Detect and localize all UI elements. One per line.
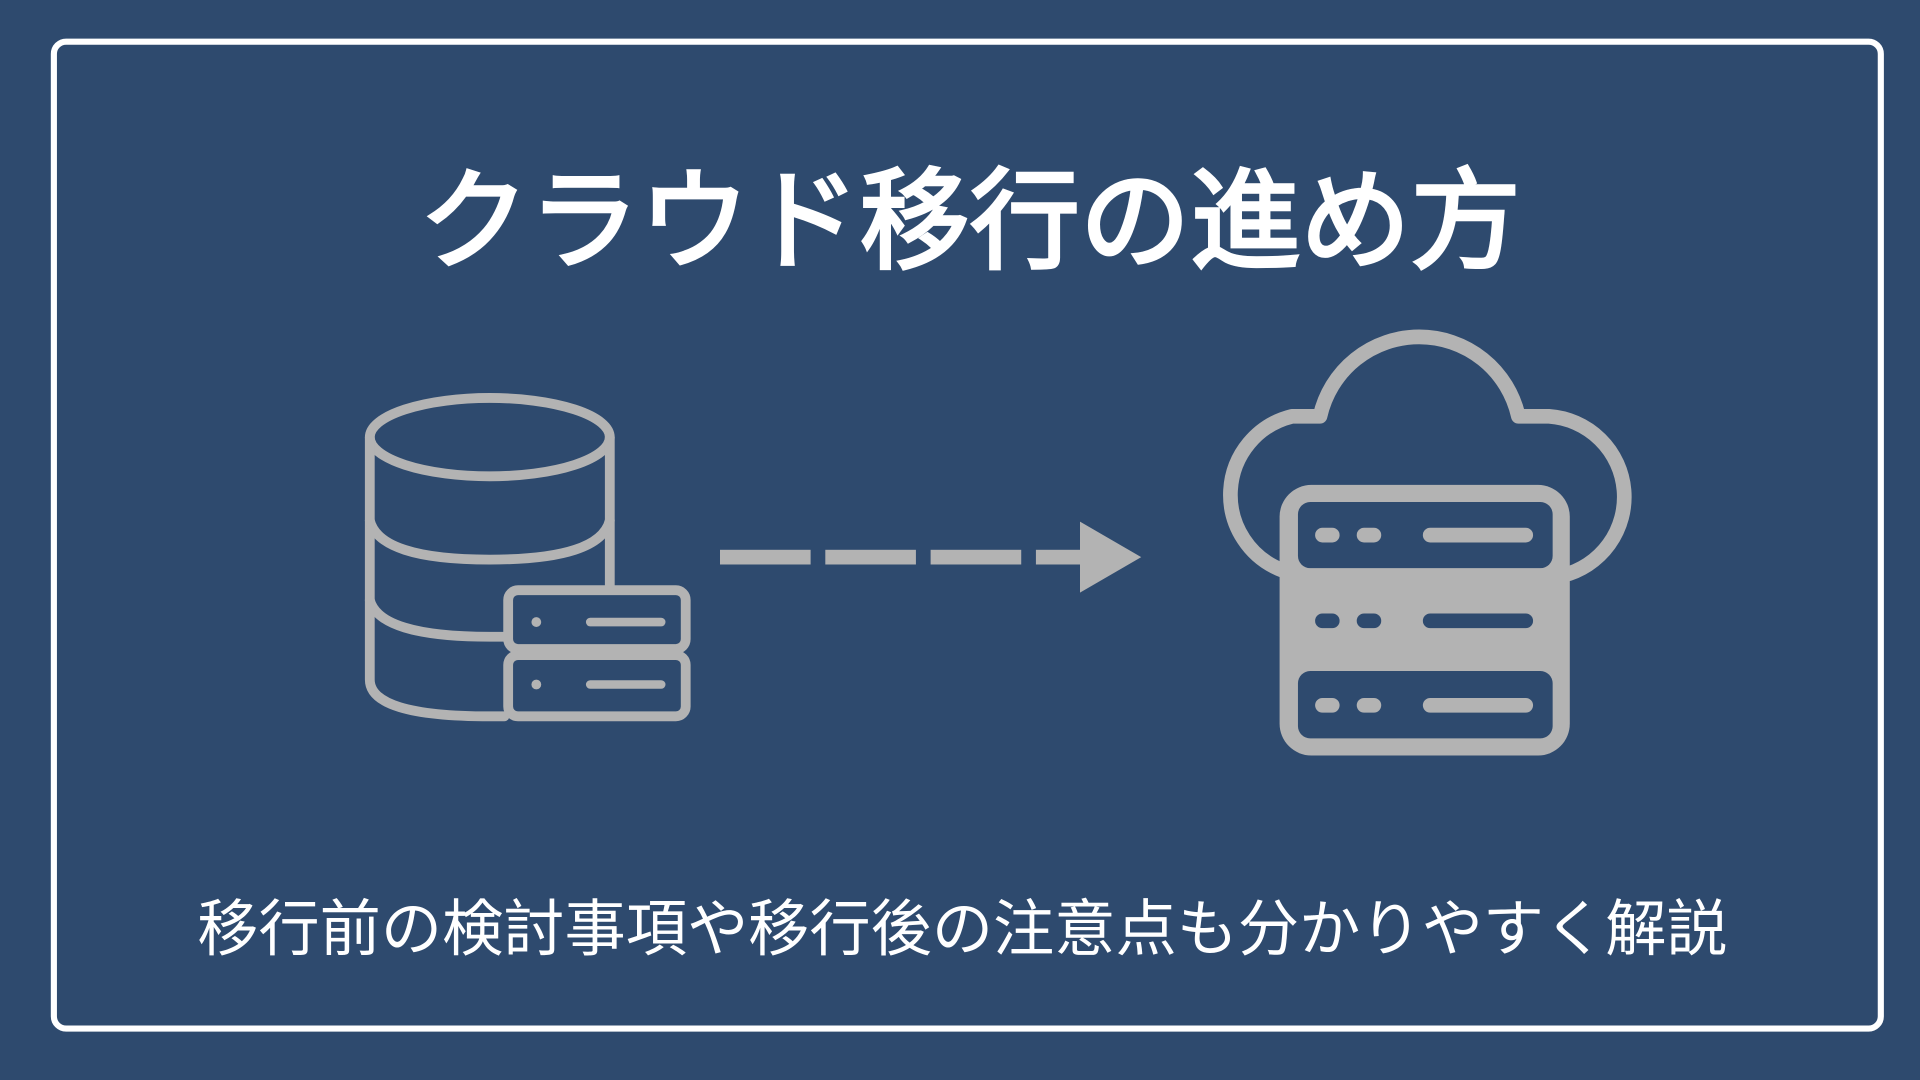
subtitle: 移行前の検討事項や移行後の注意点も分かりやすく解説 — [197, 894, 1727, 965]
frame-border — [50, 38, 1884, 1032]
dashed-arrow-icon — [720, 521, 1142, 593]
database-server-icon — [364, 393, 691, 722]
cloud-server-icon — [1223, 329, 1632, 756]
page-title: クラウド移行の進め方 — [419, 158, 1521, 286]
